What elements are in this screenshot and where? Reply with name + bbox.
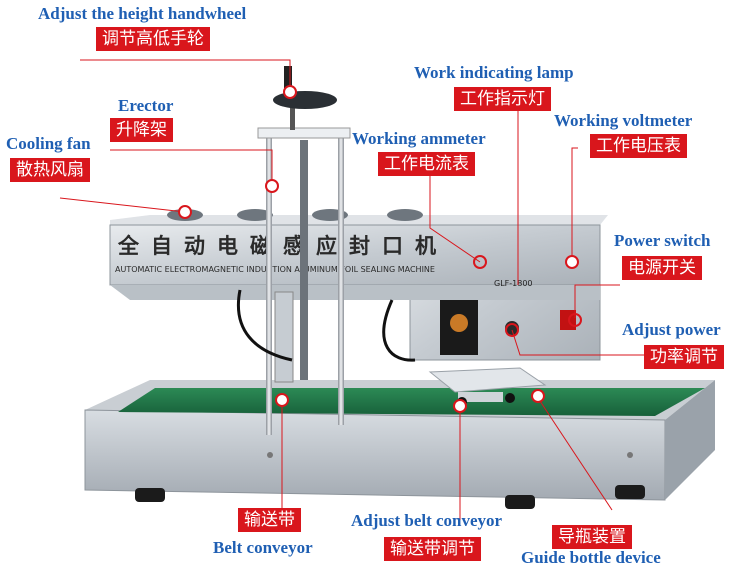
foot	[505, 495, 535, 509]
label-belt-en: Belt conveyor	[213, 538, 313, 557]
label-fan-cn: 散热风扇	[10, 158, 90, 182]
foot	[135, 488, 165, 502]
label-adjust-power-en: Adjust power	[622, 320, 721, 339]
label-voltmeter-cn: 工作电压表	[590, 134, 687, 158]
fan-vent	[237, 209, 273, 221]
leader-lines	[59, 59, 655, 520]
label-power-switch-cn: 电源开关	[622, 256, 702, 280]
label-lamp-en: Work indicating lamp	[414, 63, 574, 82]
belt-surface	[118, 388, 705, 416]
label-adjust-power-cn: 功率调节	[644, 345, 724, 369]
machine-title-en: AUTOMATIC ELECTROMAGNETIC INDUCTION ALUM…	[115, 265, 435, 274]
label-erector-cn: 升降架	[110, 118, 173, 142]
sealing-head: 全自动电磁感应封口机 AUTOMATIC ELECTROMAGNETIC IND…	[109, 209, 608, 300]
model-label: GLF-1800	[494, 279, 533, 288]
label-handwheel-en: Adjust the height handwheel	[38, 4, 247, 23]
label-belt-adjust-cn: 输送带调节	[384, 537, 481, 561]
label-ammeter-en: Working ammeter	[352, 129, 486, 148]
label-belt-adjust-en: Adjust belt conveyor	[351, 511, 503, 530]
label-guide-cn: 导瓶装置	[552, 525, 632, 549]
label-guide-en: Guide bottle device	[521, 548, 661, 567]
foot	[615, 485, 645, 499]
label-belt-cn: 输送带	[238, 508, 301, 532]
label-power-switch-en: Power switch	[614, 231, 711, 250]
label-ammeter-cn: 工作电流表	[378, 152, 475, 176]
fan-vent	[387, 209, 423, 221]
handwheel	[273, 91, 337, 109]
label-handwheel-cn: 调节高低手轮	[96, 27, 210, 51]
label-erector-en: Erector	[118, 96, 174, 115]
label-fan-en: Cooling fan	[6, 134, 91, 153]
conveyor-base	[84, 380, 715, 509]
machine-title-cn: 全自动电磁感应封口机	[117, 234, 448, 258]
markers	[178, 85, 582, 413]
label-voltmeter-en: Working voltmeter	[554, 111, 693, 130]
label-lamp-cn: 工作指示灯	[454, 87, 551, 111]
